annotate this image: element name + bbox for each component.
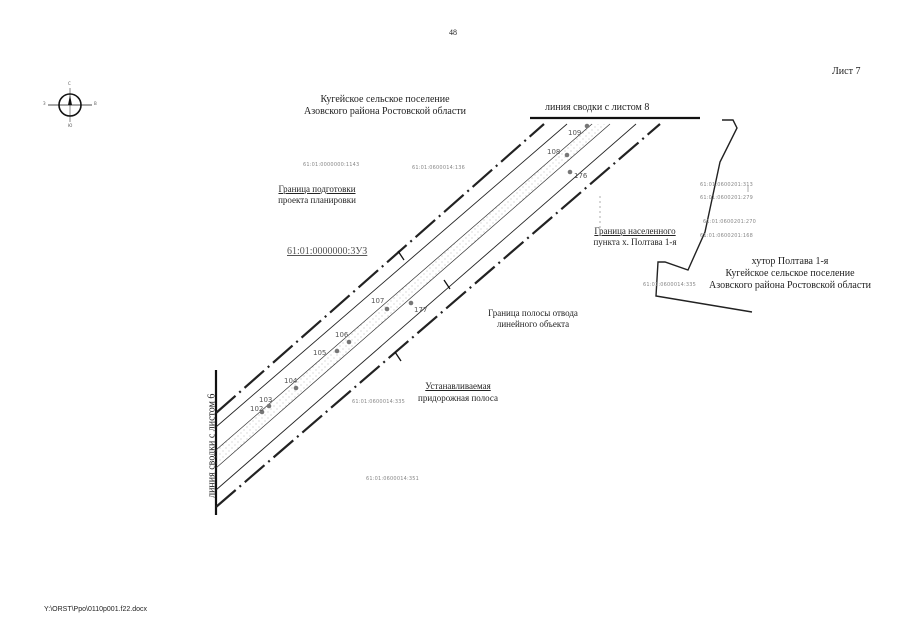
north-arrow-icon [48,88,92,122]
right-of-way-left [215,123,568,428]
point-label: 107 [371,297,385,305]
cadastral-label: 61:01:0600201:313 [700,182,753,188]
right-of-way-right [215,123,637,491]
tick-mark [394,351,402,362]
cadastral-label: 61:01:0600201:168 [700,233,753,239]
point-label: 104 [284,377,298,385]
right-of-way-line2: линейного объекта [496,319,570,329]
boundary-settlement-line2: пункта х. Полтава 1-я [593,237,677,247]
roadside-strip-line1: Устанавливаемая [425,381,491,391]
tick-mark [443,279,451,290]
planning-boundary-right [215,123,661,508]
roadside-strip-line2: придорожная полоса [418,393,498,403]
compass-n: С [68,81,71,86]
point-label: 102 [250,405,264,413]
point-label: 109 [568,129,582,137]
match-line-left-label: линия сводки с листом 6 [206,393,218,498]
point-label: 103 [259,396,273,404]
cadastral-label: 61:01:0600014:335 [352,399,405,405]
point-label: 177 [414,306,428,314]
boundary-settlement-line1: Граница населенного [594,226,676,236]
compass-e: В [94,101,97,106]
settlement-boundary [655,119,753,313]
sheet-label: Лист 7 [832,66,861,77]
settlement-right-line1: хутор Полтава 1-я [751,256,829,267]
cadastral-label: 61:01:0600014:136 [412,165,465,171]
page-number: 48 [449,28,457,37]
boundary-prep-line2: проекта планировки [278,195,356,205]
point-label: 106 [335,331,349,339]
cadastral-label: 61:01:0000000:1143 [303,162,360,168]
cadastral-label: 61:01:0600201:270 [703,219,756,225]
point-label: 176 [574,172,588,180]
tick-mark [397,250,405,261]
match-line-top-label: линия сводки с листом 8 [545,102,650,113]
settlement-right-line3: Азовского района Ростовской области [709,280,871,291]
compass-w: З [43,101,46,106]
road-edge-left [215,123,593,451]
parcel-main-label: 61:01:0000000:3УЗ [287,246,368,257]
cadastral-label: 61:01:0600014:335 [643,282,696,288]
settlement-top-line2: Азовского района Ростовской области [304,106,466,117]
settlement-top-line1: Кугейское сельское поселение [320,94,450,105]
road-edge-right [215,123,611,469]
settlement-right-line2: Кугейское сельское поселение [725,268,855,279]
planning-boundary-left [215,123,545,414]
point-label: 105 [313,349,327,357]
file-path: Y:\ORST\Ppo\0110p001.f22.docx [44,606,147,613]
survey-points [259,123,590,415]
cadastral-label: 61:01:0600014:351 [366,476,419,482]
boundary-prep-line1: Граница подготовки [278,184,356,194]
compass-s: Ю [68,123,73,128]
point-label: 108 [547,148,561,156]
right-of-way-line1: Граница полосы отвода [488,308,578,318]
cadastral-label: 61:01:0600201:279 [700,195,753,201]
